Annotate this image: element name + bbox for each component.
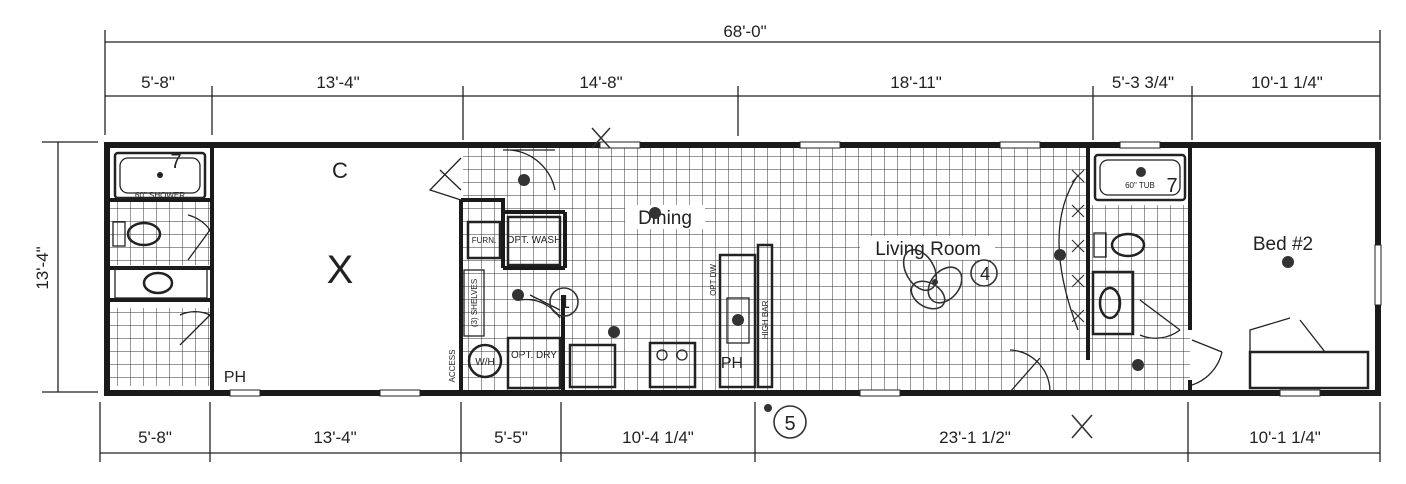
bottom-dim-6: 10'-1 1/4" (1249, 428, 1321, 447)
top-dim-4: 18'-11" (890, 73, 942, 92)
appliance-box (568, 343, 617, 389)
sketch-x-marks (1071, 169, 1085, 323)
bottom-dim-1: 5'-8" (138, 428, 172, 447)
overall-width-dimension: 13'-4" (33, 141, 98, 393)
handwritten-ph1: PH (224, 369, 246, 386)
dryer (506, 336, 562, 390)
tile-floor-main (563, 148, 1088, 392)
furnace (466, 220, 502, 260)
bathroom-1: 60" SHOWER (112, 151, 211, 346)
bedroom-2: Bed #2 (1191, 234, 1370, 390)
tub (1093, 153, 1187, 202)
handwritten-n1: 1 (560, 292, 570, 312)
top-dim-3: 14'-8" (579, 73, 622, 92)
bottom-dimensions: 5'-8" 13'-4" 5'-5" 10'-4 1/4" 23'-1 1/2"… (99, 402, 1381, 462)
shelves (463, 269, 485, 337)
overall-width-label: 13'-4" (33, 246, 52, 289)
sink-2 (1098, 286, 1122, 320)
living-side-door (1058, 174, 1079, 331)
high-bar (756, 243, 774, 389)
shower-drain-icon (157, 172, 163, 178)
shower (113, 151, 207, 200)
handwritten-n4: 4 (980, 264, 990, 284)
bottom-dim-5: 23'-1 1/2" (939, 428, 1011, 447)
kitchen-sink-icon (732, 314, 744, 326)
living-room-label: Living Room (875, 239, 981, 260)
bed2-fixture-icon (1282, 256, 1294, 268)
bed2-closet-doors (1249, 317, 1368, 353)
top-dim-1: 5'-8" (141, 73, 175, 92)
top-dim-6: 10'-1 1/4" (1251, 73, 1323, 92)
master-bedroom: C X PH (224, 157, 462, 386)
bedroom-2-label: Bed #2 (1253, 234, 1313, 255)
washer-label: OPT. WASH (507, 235, 562, 246)
top-dim-5: 5'-3 3/4" (1112, 73, 1174, 92)
tile-floor-bath1b (110, 308, 210, 386)
door-swing-bath1 (187, 214, 211, 261)
bed2-entry-door (1191, 339, 1223, 386)
handwritten-ph2: PH (721, 355, 743, 372)
overall-length-label: 68'-0" (723, 22, 766, 41)
access-label: ACCESS (448, 350, 457, 383)
kitchen-island (718, 253, 757, 389)
toilet-2 (1110, 232, 1146, 258)
furnace-label: FURN. (472, 236, 496, 245)
sink-1 (142, 271, 174, 295)
bathroom-2: 60" TUB 7 7 (170, 151, 1187, 339)
vanity-1 (114, 267, 208, 299)
shower-label: 60" SHOWER (135, 191, 185, 200)
ceiling-fan-icon (902, 248, 963, 310)
utility-room: FURN. OPT. WASH OPT. DRY (3) SHELVES W/H… (448, 149, 562, 390)
overall-length-dimension: 68'-0" (104, 22, 1381, 140)
high-bar-label: HIGH BAR (761, 300, 770, 339)
dishwasher-label: OPT DW (709, 264, 718, 296)
handwritten-c: C (332, 158, 348, 183)
bed2-closet (1248, 350, 1370, 390)
handwritten-n5: 5 (784, 413, 795, 435)
range (648, 341, 697, 389)
handwritten-n7: 7 (170, 151, 181, 173)
windows (229, 141, 1382, 397)
tub-label: 60" TUB (1125, 181, 1155, 190)
bottom-dim-3: 5'-5" (494, 428, 528, 447)
handwritten-markers: 1 4 5 (512, 127, 1146, 439)
sketch-x-bottom (1071, 414, 1093, 439)
dining-room-label: Dining (638, 208, 692, 229)
top-dimensions: 5'-8" 13'-4" 14'-8" 18'-11" 5'-3 3/4" 10… (105, 73, 1380, 140)
shelves-label: (3) SHELVES (470, 279, 479, 327)
bottom-dim-4: 10'-4 1/4" (622, 428, 694, 447)
top-dim-2: 13'-4" (316, 73, 359, 92)
closet-door (428, 157, 462, 201)
dryer-label: OPT. DRY (511, 350, 557, 361)
kitchen: OPT DW HIGH BAR PH (568, 243, 774, 389)
bottom-dim-2: 13'-4" (313, 428, 356, 447)
washer (506, 215, 562, 267)
water-heater-label: W/H (475, 357, 494, 368)
water-heater (467, 343, 503, 379)
entry-door-swing (1009, 349, 1051, 393)
door-swing-utility (503, 149, 556, 191)
dining-label-bg (625, 205, 705, 229)
handwritten-n8: 7 (1166, 175, 1177, 197)
sketch-x-top (591, 127, 611, 149)
vanity-2 (1091, 270, 1135, 336)
interior-walls (110, 148, 1192, 392)
handwritten-x1: X (327, 248, 354, 292)
toilet-1 (126, 221, 162, 247)
